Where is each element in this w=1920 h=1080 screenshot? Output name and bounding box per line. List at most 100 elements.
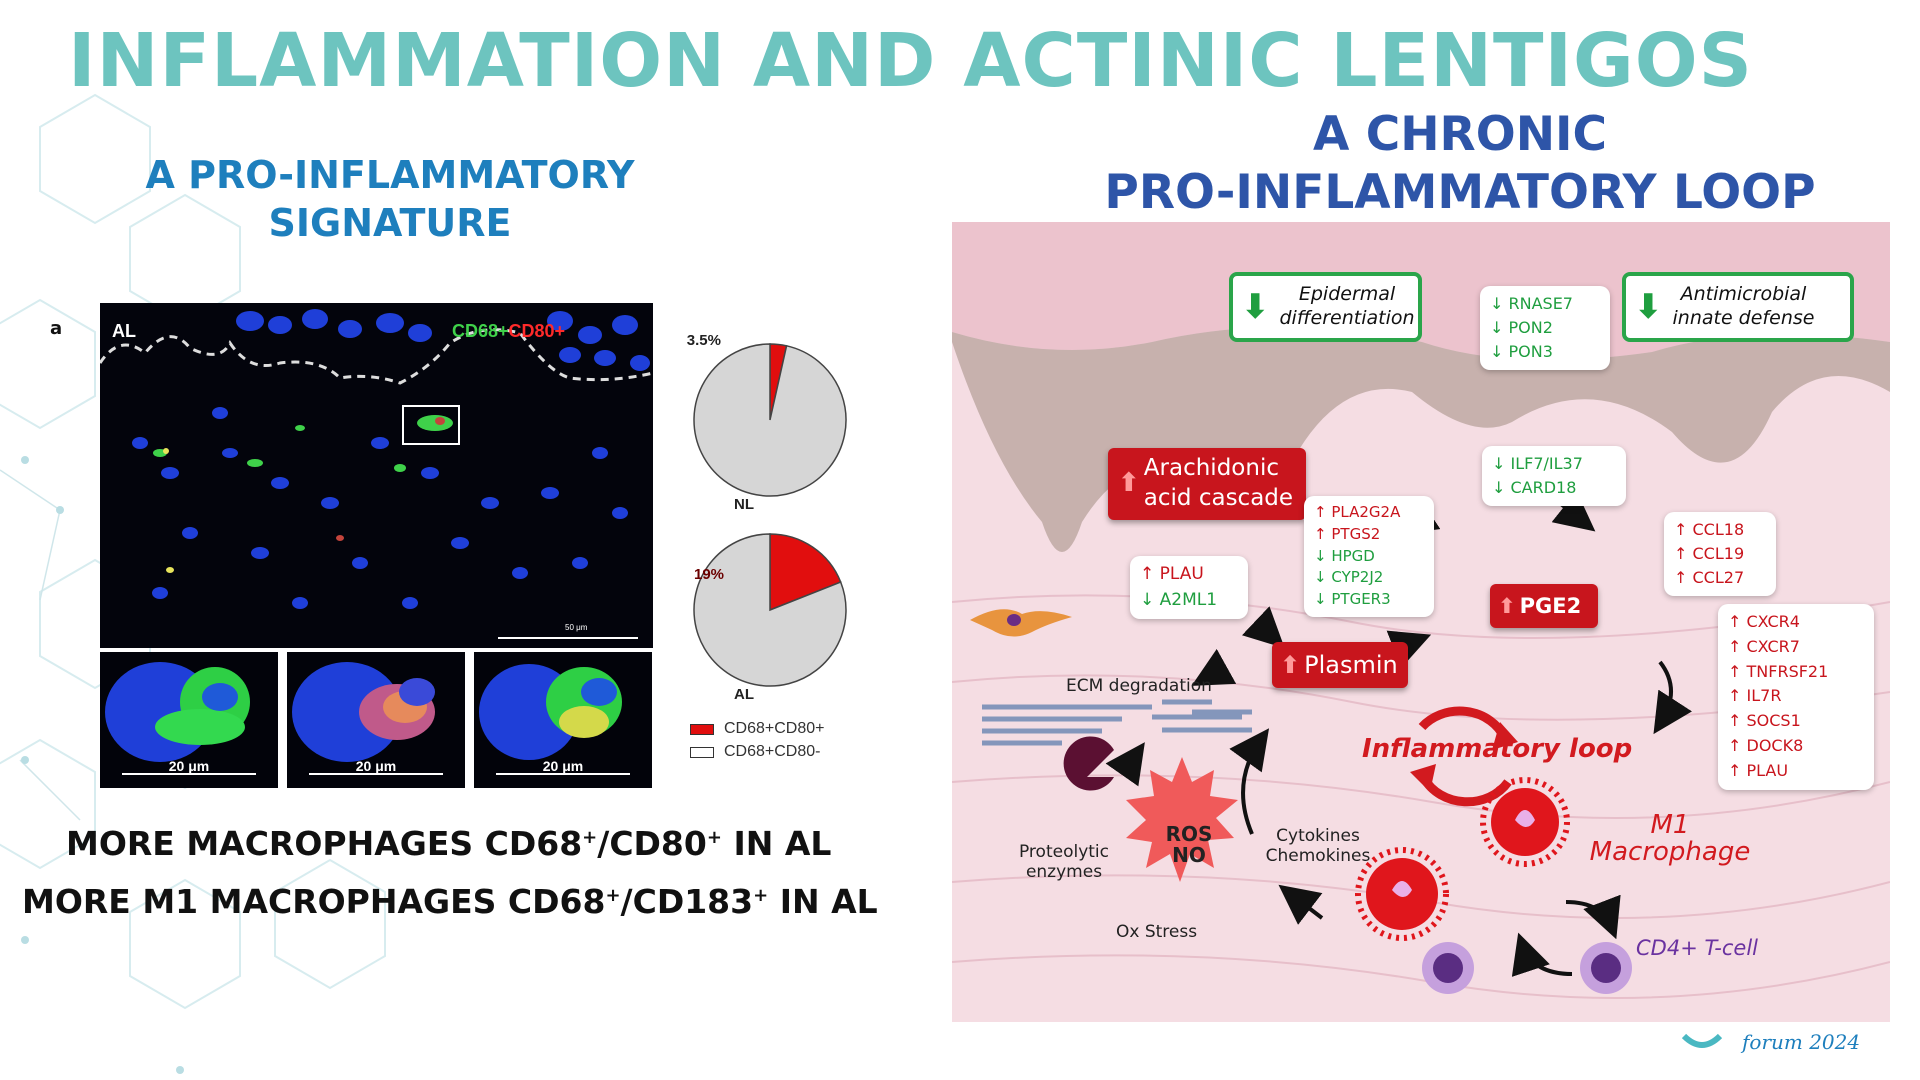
ox-stress-label: Ox Stress [1116, 922, 1198, 942]
gene-name: PLA2G2A [1331, 503, 1401, 521]
gene-dir: ↑ [1674, 520, 1688, 539]
gene-box-cxcr: ↑ CXCR4 ↑ CXCR7 ↑ TNFRSF21 ↑ IL7R ↑ SOCS… [1718, 604, 1874, 790]
panel-letter: a [50, 318, 63, 339]
up-arrow-icon: ⬆ [1498, 594, 1516, 618]
gene-ccl19: ↑ CCL19 [1674, 542, 1766, 566]
epidermal-line1: Epidermal [1298, 283, 1396, 306]
forum-logo: forum 2024 [1742, 1030, 1861, 1054]
gene-dir: ↓ [1490, 318, 1504, 337]
pie-al-annotation: 19% [694, 566, 725, 583]
down-arrow-icon: ⬇ [1634, 287, 1663, 327]
cytokines-label: Cytokines Chemokines [1258, 826, 1378, 867]
cytokines-line1: Cytokines [1276, 826, 1360, 846]
gene-name: PTGS2 [1331, 524, 1381, 543]
arachidonic-line1: Arachidonic [1143, 455, 1279, 482]
pie-al-label: AL [734, 686, 754, 703]
statement-1-sup-a: + [582, 827, 598, 848]
pie-al-slice-1 [693, 533, 847, 687]
gene-ccl18: ↑ CCL18 [1674, 518, 1766, 542]
gene-dir: ↓ [1490, 342, 1504, 361]
micro-stain-label: CD68+CD80+ [452, 321, 565, 342]
gene-pon2: ↓ PON2 [1490, 316, 1600, 340]
left-subtitle: A PRO-INFLAMMATORY SIGNATURE [145, 153, 635, 245]
gene-name: CXCR7 [1746, 636, 1800, 656]
statement-line-2: MORE M1 MACROPHAGES CD68+/CD183+ IN AL [22, 882, 878, 921]
statement-1-sup-b: + [706, 827, 722, 848]
ecm-label: ECM degradation [1066, 676, 1212, 696]
arachidonic-line2: acid cascade [1143, 485, 1294, 511]
gene-name: IL7R [1746, 686, 1782, 706]
micro-al-label: AL [112, 321, 136, 341]
gene-ccl27: ↑ CCL27 [1674, 566, 1766, 590]
antimicrobial-line1: Antimicrobial [1680, 283, 1807, 306]
gene-dir: ↑ [1140, 564, 1155, 584]
gene-ptgs2: ↑ PTGS2 [1314, 524, 1424, 546]
gene-cxcr7: ↑ CXCR7 [1728, 635, 1864, 660]
right-subtitle: A CHRONIC PRO-INFLAMMATORY LOOP [1060, 106, 1860, 222]
pie-charts [693, 343, 847, 687]
gene-name: CXCR4 [1746, 612, 1800, 631]
gene-rnase7: ↓ RNASE7 [1490, 292, 1600, 316]
pie-al-slice-0 [769, 533, 842, 612]
zoom-image-3-art [474, 652, 652, 788]
gene-box-pla2g2a: ↑ PLA2G2A ↑ PTGS2 ↓ HPGD ↓ CYP2J2 ↓ PTGE… [1304, 496, 1434, 617]
gene-plau: ↑ PLAU [1140, 562, 1238, 588]
m1-line1: M1 [1650, 810, 1690, 840]
arachidonic-acid-box: ⬆ Arachidonic acid cascade [1108, 448, 1306, 520]
statement-1-part-b: /CD80 [597, 824, 707, 863]
gene-name: PTGER3 [1331, 590, 1391, 608]
gene-dir: ↓ [1314, 546, 1327, 565]
zoom-image-1-art [100, 652, 278, 788]
gene-name: RNASE7 [1508, 294, 1573, 313]
gene-dir: ↑ [1728, 612, 1742, 631]
micro-scale-text: 50 μm [565, 623, 588, 632]
gene-name: CYP2J2 [1331, 568, 1384, 587]
proteolytic-line2: enzymes [1025, 862, 1103, 883]
gene-pla2g2a: ↑ PLA2G2A [1314, 502, 1424, 524]
ros-line2: NO [1172, 843, 1206, 867]
gene-dir: ↓ [1490, 294, 1504, 313]
zoom-image-2: 20 μm [287, 652, 465, 788]
statement-1-part-c: IN AL [721, 824, 832, 863]
gene-dir: ↑ [1728, 686, 1742, 706]
epidermal-differentiation-box: ⬇ Epidermal differentiation [1229, 272, 1422, 342]
microscopy-image-art [100, 303, 653, 648]
statement-line-1: MORE MACROPHAGES CD68+/CD80+ IN AL [66, 824, 831, 863]
microscopy-image: AL CD68+CD80+ 50 μm [100, 303, 653, 648]
zoom-image-2-art [287, 652, 465, 788]
gene-box-ilf7: ↓ ILF7/IL37 ↓ CARD18 [1482, 446, 1626, 506]
gene-name: ILF7/IL37 [1510, 454, 1583, 473]
proteolytic-label: Proteolytic enzymes [994, 842, 1134, 883]
gene-dir: ↓ [1492, 454, 1506, 473]
statement-2-part-c: IN AL [768, 882, 878, 921]
zoom-scale-text-1: 20 μm [168, 758, 210, 774]
antimicrobial-defense-box: ⬇ Antimicrobial innate defense [1622, 272, 1854, 342]
antimicrobial-line2: innate defense [1672, 307, 1815, 329]
gene-tnfrsf21: ↑ TNFRSF21 [1728, 660, 1864, 685]
gene-name: CARD18 [1510, 478, 1577, 497]
proteolytic-line1: Proteolytic [1018, 842, 1109, 862]
gene-dir: ↑ [1728, 760, 1742, 780]
inflammatory-loop-label: Inflammatory loop [1362, 734, 1633, 764]
gene-name: PON3 [1508, 342, 1553, 361]
gene-dir: ↓ [1314, 590, 1327, 608]
gene-dir: ↓ [1140, 589, 1155, 610]
ros-line1: ROS [1165, 822, 1213, 846]
gene-dir: ↑ [1674, 568, 1688, 587]
gene-box-rnase7: ↓ RNASE7 ↓ PON2 ↓ PON3 [1480, 286, 1610, 370]
inflammatory-loop-diagram: ⬇ Epidermal differentiation ⬇ Antimicrob… [952, 222, 1890, 1022]
right-subtitle-line1: A CHRONIC [1312, 107, 1608, 162]
zoom-scale-text-3: 20 μm [542, 758, 584, 774]
zoom-scale-bar-1 [122, 773, 256, 775]
pie-nl-label: NL [734, 496, 754, 513]
pie-nl-slice-1 [693, 343, 847, 497]
statement-2-part-a: MORE M1 MACROPHAGES CD68 [22, 882, 606, 921]
plasmin-label: Plasmin [1304, 651, 1398, 679]
gene-name: DOCK8 [1746, 735, 1804, 755]
gene-name: CCL19 [1692, 544, 1745, 563]
antimicrobial-text: Antimicrobial innate defense [1673, 283, 1815, 331]
micro-stain-red: CD80+ [508, 321, 566, 341]
up-arrow-icon: ⬆ [1118, 468, 1140, 499]
gene-box-plau: ↑ PLAU ↓ A2ML1 [1130, 556, 1248, 619]
gene-name: PLAU [1746, 760, 1789, 780]
